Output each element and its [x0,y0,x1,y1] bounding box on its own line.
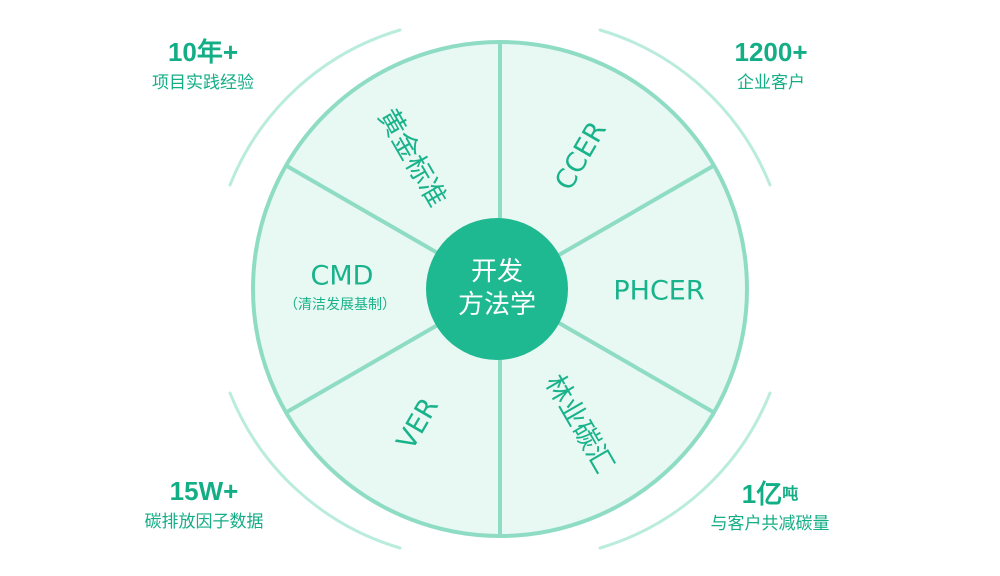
outer-arc-top-left [228,28,402,187]
segment-label-cmd: CMD [311,261,374,292]
stat-value-unit: 吨 [782,484,798,503]
hub: 开发 方法学 [426,218,568,360]
wheel-outer-ring [251,40,749,538]
stat-top-left: 10年+ 项目实践经验 [152,37,254,93]
stat-value: 15W+ [170,476,239,506]
stat-value: 10年+ [168,37,238,67]
segment-label-phcer: PHCER [613,276,704,307]
stat-caption: 企业客户 [737,73,805,93]
outer-arc-bottom-right [598,391,772,550]
stat-bottom-left: 15W+ 碳排放因子数据 [145,476,264,532]
stat-top-right: 1200+ 企业客户 [734,37,807,93]
stat-bottom-right: 1亿吨 与客户共减碳量 [711,479,830,534]
hub-title-line2: 方法学 [458,290,536,320]
stat-value-number: 1亿 [742,479,782,509]
outer-arc-top-right [598,28,772,187]
stat-value: 1亿吨 [742,479,798,509]
stat-caption: 与客户共减碳量 [711,514,830,534]
segment-sublabel-cmd: （清洁发展基制） [284,296,396,313]
outer-arcs [228,28,772,550]
stat-caption: 碳排放因子数据 [145,512,264,532]
stat-caption: 项目实践经验 [152,73,254,93]
stat-value: 1200+ [734,37,807,67]
hub-title-line1: 开发 [471,257,523,287]
outer-arc-bottom-left [228,391,402,550]
hub-circle [426,218,568,360]
